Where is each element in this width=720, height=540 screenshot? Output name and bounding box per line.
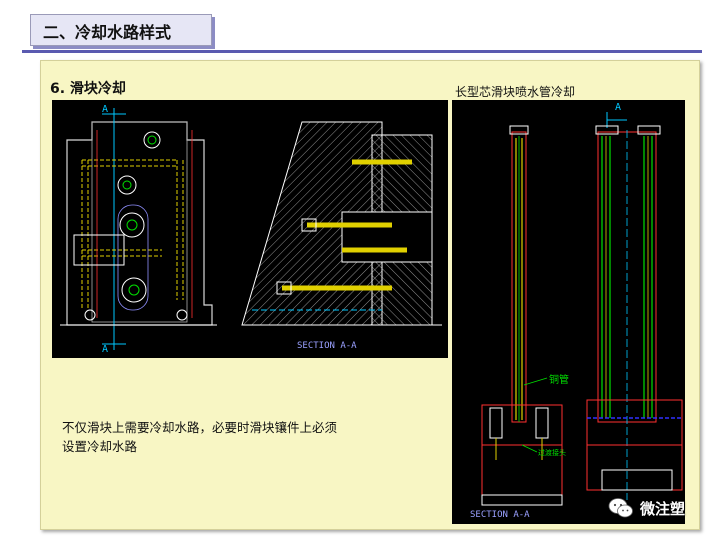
title-divider — [22, 50, 702, 53]
slide-title: 二、冷却水路样式 — [43, 23, 172, 42]
slider-cooling-drawing: A A — [52, 100, 448, 358]
adapter-callout: 过渡接头 — [538, 448, 566, 457]
right-marker: A — [615, 102, 621, 113]
copper-pipe-callout: 铜管 — [549, 373, 569, 386]
description-line-1: 不仅滑块上需要冷却水路，必要时滑块镶件上必须 — [62, 420, 338, 435]
right-drawing-caption: 长型芯滑块喷水管冷却 — [455, 85, 576, 99]
long-core-cooling-drawing: A 铜管 过渡接头 SECTION A-A — [452, 100, 685, 524]
watermark: 微注塑 — [608, 496, 685, 520]
description-text: 不仅滑块上需要冷却水路，必要时滑块镶件上必须 设置冷却水路 — [62, 418, 422, 456]
left-marker-top: A — [102, 104, 108, 115]
wechat-icon — [608, 498, 633, 518]
slider-cad-svg: A A — [60, 104, 442, 355]
title-box: 二、冷却水路样式 — [30, 14, 212, 46]
left-marker-bottom: A — [102, 344, 108, 355]
watermark-text: 微注塑 — [640, 499, 686, 518]
core-cad-svg: A 铜管 过渡接头 SECTION A-A — [470, 102, 683, 520]
right-section-label: SECTION A-A — [470, 510, 530, 520]
left-section-label: SECTION A-A — [297, 341, 357, 351]
description-line-2: 设置冷却水路 — [62, 439, 138, 454]
section-heading: 6. 滑块冷却 — [50, 81, 126, 97]
